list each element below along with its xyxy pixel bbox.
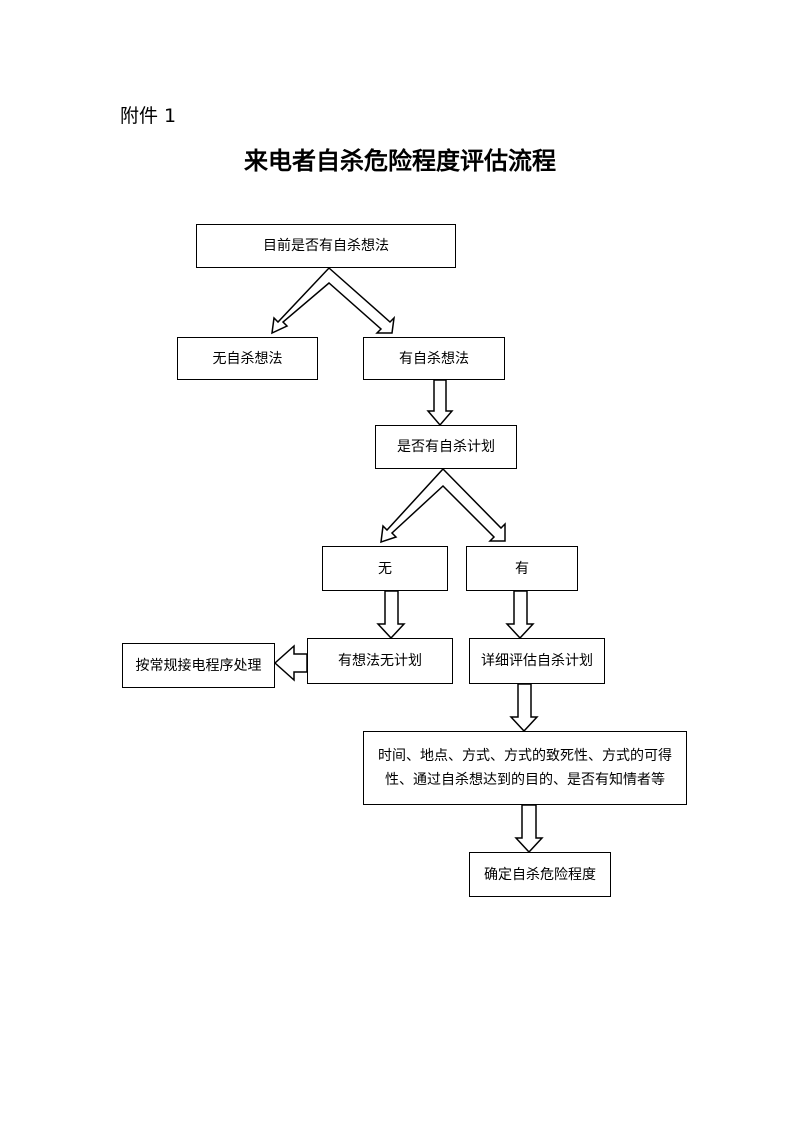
down-arrow-3 bbox=[505, 590, 535, 640]
node-no-thought: 无自杀想法 bbox=[177, 337, 318, 380]
node-label: 时间、地点、方式、方式的致死性、方式的可得性、通过自杀想达到的目的、是否有知情者… bbox=[378, 748, 672, 788]
left-arrow-1 bbox=[273, 644, 308, 682]
annex-label: 附件 1 bbox=[120, 105, 177, 127]
down-arrow-1 bbox=[426, 379, 454, 427]
node-plan-question: 是否有自杀计划 bbox=[375, 425, 517, 469]
node-label: 按常规接电程序处理 bbox=[135, 657, 262, 674]
node-label: 有想法无计划 bbox=[338, 653, 422, 669]
node-detail-assess: 详细评估自杀计划 bbox=[469, 638, 605, 684]
node-thought-no-plan: 有想法无计划 bbox=[307, 638, 453, 684]
node-yes: 有 bbox=[466, 546, 578, 591]
node-label: 无 bbox=[378, 560, 392, 577]
node-label: 详细评估自杀计划 bbox=[481, 653, 593, 669]
node-label: 目前是否有自杀想法 bbox=[263, 238, 389, 254]
node-current-thought: 目前是否有自杀想法 bbox=[196, 224, 456, 268]
node-assess-details: 时间、地点、方式、方式的致死性、方式的可得性、通过自杀想达到的目的、是否有知情者… bbox=[363, 731, 687, 805]
down-arrow-4 bbox=[509, 683, 539, 733]
node-label: 是否有自杀计划 bbox=[397, 439, 495, 455]
node-label: 无自杀想法 bbox=[212, 350, 283, 367]
node-has-thought: 有自杀想法 bbox=[363, 337, 505, 380]
down-arrow-5 bbox=[514, 804, 544, 854]
node-no: 无 bbox=[322, 546, 448, 591]
node-label: 确定自杀危险程度 bbox=[484, 866, 596, 883]
fork-arrow-2 bbox=[380, 467, 506, 544]
node-label: 有自杀想法 bbox=[399, 350, 469, 367]
node-label: 有 bbox=[515, 560, 529, 577]
down-arrow-2 bbox=[376, 590, 406, 640]
node-determine-level: 确定自杀危险程度 bbox=[469, 852, 611, 897]
node-routine-process: 按常规接电程序处理 bbox=[122, 643, 275, 688]
fork-arrow-1 bbox=[271, 266, 396, 335]
page-title: 来电者自杀危险程度评估流程 bbox=[244, 147, 556, 175]
